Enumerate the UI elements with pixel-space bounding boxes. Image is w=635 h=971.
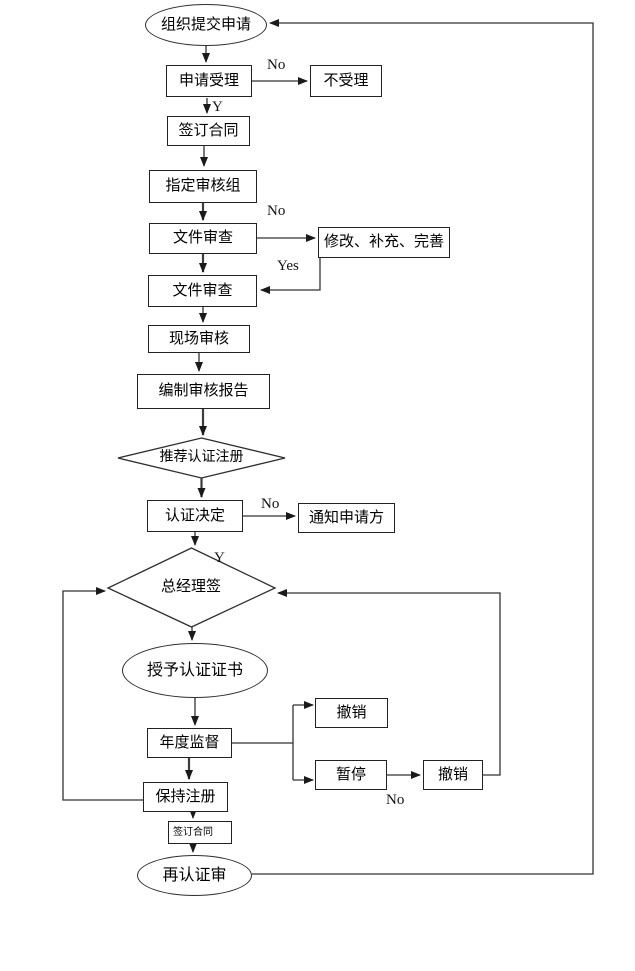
edge-label-decision-no: No: [261, 496, 280, 512]
loop-revoke2-gm: [277, 589, 501, 776]
process-application-acceptance: 申请受理: [166, 65, 252, 97]
edge-label-accept-no: No: [267, 57, 286, 73]
process-sign-contract: 签订合同: [167, 116, 250, 146]
process-certification-decision: 认证决定: [147, 500, 243, 532]
process-suspend: 暂停: [315, 760, 387, 790]
process-keep-registration: 保持注册: [143, 782, 228, 812]
process-revoke-2: 撤销: [423, 760, 483, 790]
loop-recert-submit: [252, 19, 594, 875]
process-assign-audit-team: 指定审核组: [149, 170, 257, 203]
process-sign-contract-2: 签订合同: [168, 821, 232, 844]
process-revoke-1: 撤销: [315, 698, 388, 728]
process-notify-applicant: 通知申请方: [298, 503, 395, 533]
process-not-accepted: 不受理: [310, 65, 382, 97]
edge-label-doc-yes: Yes: [277, 258, 299, 274]
loop-keep-gm: [62, 587, 143, 801]
edge-label-decision-yes: Y: [214, 550, 225, 566]
terminator-recertification-audit: 再认证审: [137, 855, 252, 896]
edge-label-suspend-no: No: [386, 792, 405, 808]
process-onsite-audit: 现场审核: [148, 325, 250, 353]
edge-modify-docreview2: [260, 258, 321, 294]
process-document-review-1: 文件审查: [149, 223, 257, 254]
edge-label-accept-yes: Y: [212, 99, 223, 115]
process-prepare-audit-report: 编制审核报告: [137, 374, 270, 409]
start-ellipse-submit-application: 组织提交申请: [145, 4, 267, 46]
decision-gm-sign-label: 总经理签: [160, 579, 221, 596]
process-annual-supervision: 年度监督: [147, 728, 232, 758]
edge-label-doc-no: No: [267, 203, 286, 219]
process-document-review-2: 文件审查: [148, 275, 257, 307]
process-modify-supplement: 修改、补充、完善: [318, 227, 450, 258]
decision-recommend-registration-label: 推荐认证注册: [159, 450, 244, 466]
terminator-grant-certificate: 授予认证证书: [122, 643, 268, 698]
